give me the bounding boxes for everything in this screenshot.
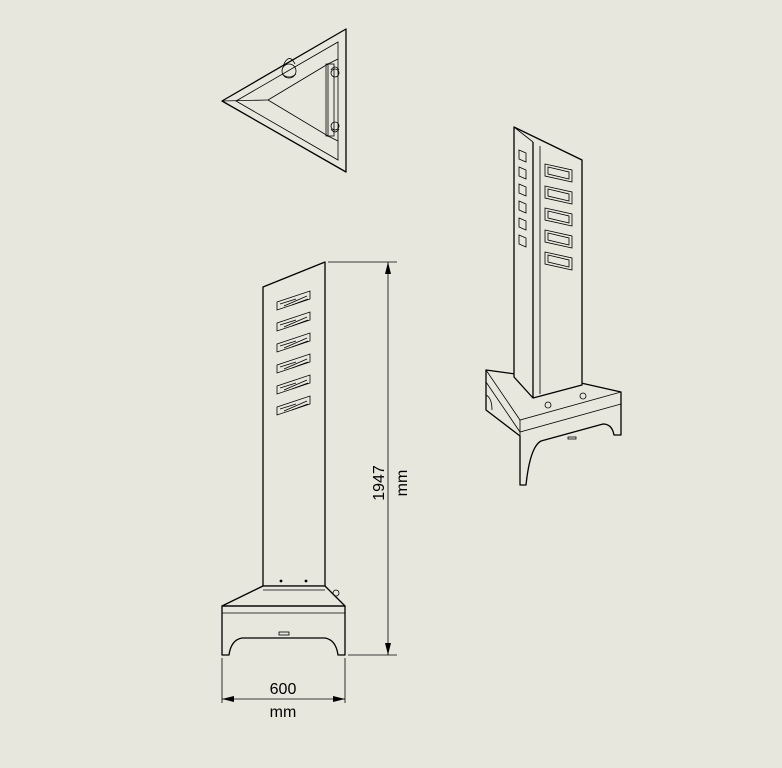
front-view-hole bbox=[279, 579, 283, 583]
front-view-knob bbox=[332, 589, 340, 597]
front-slot bbox=[276, 311, 311, 332]
top-view-fitting bbox=[281, 63, 297, 79]
iso-base-slot bbox=[567, 436, 577, 440]
height-unit: mm bbox=[394, 470, 411, 497]
front-view-column bbox=[262, 261, 326, 587]
front-view-base-top bbox=[221, 585, 346, 607]
iso-right-slot bbox=[544, 163, 573, 183]
top-view-edge bbox=[221, 99, 269, 102]
width-dimension: 600 mm bbox=[221, 658, 346, 721]
iso-right-slot bbox=[544, 229, 573, 249]
iso-column bbox=[513, 126, 583, 399]
top-view-fitting bbox=[330, 68, 340, 78]
arrow-down-icon bbox=[385, 643, 391, 655]
top-view-inner-outline bbox=[235, 41, 339, 161]
iso-right-slot bbox=[544, 185, 573, 205]
top-view-fitting bbox=[330, 128, 340, 133]
top-view-panel bbox=[325, 63, 335, 137]
front-view-slots bbox=[276, 290, 311, 416]
top-view-fitting bbox=[330, 121, 340, 131]
top-view-column-face bbox=[267, 63, 329, 137]
top-view-fitting bbox=[330, 66, 340, 71]
iso-base-foot bbox=[485, 394, 493, 411]
iso-left-slot bbox=[518, 200, 527, 214]
iso-base bbox=[485, 369, 622, 486]
front-view-hole bbox=[304, 579, 308, 583]
front-view-base-slot bbox=[278, 631, 290, 636]
front-slot bbox=[276, 332, 311, 353]
iso-slots-left bbox=[518, 149, 527, 248]
isometric-view bbox=[485, 126, 622, 486]
arrow-right-icon bbox=[333, 696, 345, 702]
iso-slots-right bbox=[544, 163, 573, 271]
iso-base-edge bbox=[485, 381, 622, 433]
arrow-up-icon bbox=[385, 262, 391, 274]
iso-left-slot bbox=[518, 234, 527, 248]
iso-right-slot bbox=[544, 207, 573, 227]
top-view bbox=[221, 28, 347, 173]
iso-left-slot bbox=[518, 166, 527, 180]
iso-base-fitting bbox=[544, 401, 552, 409]
front-view bbox=[221, 261, 346, 656]
front-view-base bbox=[221, 605, 346, 656]
top-view-fitting bbox=[281, 73, 297, 78]
width-unit: mm bbox=[270, 704, 297, 721]
iso-left-slot bbox=[518, 149, 527, 163]
height-value: 1947 bbox=[371, 465, 388, 501]
iso-column-edge bbox=[513, 126, 534, 143]
top-view-outline bbox=[221, 28, 347, 173]
top-view-edge bbox=[327, 58, 339, 65]
top-view-edge bbox=[327, 135, 339, 142]
arrow-left-icon bbox=[222, 696, 234, 702]
front-slot bbox=[276, 374, 311, 395]
width-value: 600 bbox=[270, 681, 297, 698]
front-slot bbox=[276, 353, 311, 374]
iso-left-slot bbox=[518, 183, 527, 197]
front-slot bbox=[276, 395, 311, 416]
iso-base-fitting bbox=[579, 392, 587, 400]
front-slot bbox=[276, 290, 311, 311]
iso-right-slot bbox=[544, 251, 573, 271]
iso-left-slot bbox=[518, 217, 527, 231]
top-view-fitting bbox=[282, 58, 296, 67]
height-dimension: 1947 mm bbox=[328, 261, 411, 656]
